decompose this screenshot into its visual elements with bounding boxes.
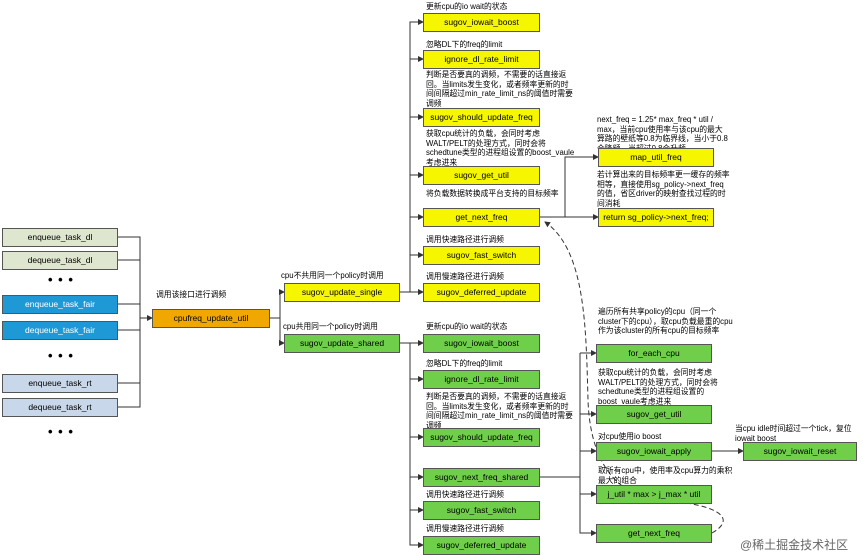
single-get-next-freq-box: get_next_freq xyxy=(423,208,540,227)
for-each-cpu-box: for_each_cpu xyxy=(596,344,712,363)
enqueue-task-fair-box: enqueue_task_fair xyxy=(2,295,118,314)
single-fast-switch-note: 调用快速路径进行调频 xyxy=(426,235,504,244)
single-ignore-dl-note: 忽略DL下的freq的limit xyxy=(426,40,503,49)
shared-ignore-dl-note: 忽略DL下的freq的limit xyxy=(426,359,503,368)
for-each-cpu-note: 遍历所有共享policy的cpu（同一个cluster下的cpu），取cpu负载… xyxy=(598,307,733,336)
single-policy-note: cpu不共用同一个policy时调用 xyxy=(281,271,384,280)
ellipsis-dots: • • • xyxy=(48,348,74,363)
single-get-util-note: 获取cpu统计的负载，会同时考虑WALT/PELT的处理方式，同时会将sched… xyxy=(426,129,575,167)
call-interface-note: 调用该接口进行调频 xyxy=(156,290,227,299)
iowait-apply-note: 对cpu使用io boost xyxy=(598,432,662,441)
single-get-next-freq-note: 将负载数据转换成平台支持的目标频率 xyxy=(426,189,559,198)
single-sugov-should-update-freq-box: sugov_should_update_freq xyxy=(423,108,540,127)
shared-should-update-note: 判断是否要真的调频，不需要的话直接返回。当limits发生变化，或者频率更新的时… xyxy=(426,392,573,430)
map-util-freq-box: map_util_freq xyxy=(598,148,714,167)
dequeue-task-fair-box: dequeue_task_fair xyxy=(2,321,118,340)
dequeue-task-dl-box: dequeue_task_dl xyxy=(2,251,118,270)
shared-sugov-fast-switch-box: sugov_fast_switch xyxy=(423,501,540,520)
single-sugov-iowait-boost-box: sugov_iowait_boost xyxy=(423,13,540,32)
util-compare-box: j_util * max > j_max * util xyxy=(596,485,712,504)
max-util-note: 取所有cpu中，使用率及cpu算力的乘积最大的组合 xyxy=(598,466,733,485)
enqueue-task-rt-box: enqueue_task_rt xyxy=(2,374,118,393)
single-sugov-fast-switch-box: sugov_fast_switch xyxy=(423,246,540,265)
ellipsis-dots: • • • xyxy=(48,272,74,287)
shared-policy-note: cpu共用同一个policy时调用 xyxy=(283,322,378,331)
shared-get-next-freq-box: get_next_freq xyxy=(596,524,712,543)
cpufreq-update-util-box: cpufreq_update_util xyxy=(152,309,270,328)
enqueue-task-dl-box: enqueue_task_dl xyxy=(2,228,118,247)
single-sugov-deferred-update-box: sugov_deferred_update xyxy=(423,283,540,302)
single-ignore-dl-rate-limit-box: ignore_dl_rate_limit xyxy=(423,50,540,69)
sugov-iowait-reset-box: sugov_iowait_reset xyxy=(743,442,857,461)
shared-get-util-note: 获取cpu统计的负载，会同时考虑WALT/PELT的处理方式，同时会将sched… xyxy=(598,368,718,406)
single-sugov-get-util-box: sugov_get_util xyxy=(423,166,540,185)
return-next-freq-note: 若计算出来的目标频率更一缓存的频率相等，直接使用sg_policy->next_… xyxy=(597,170,730,208)
shared-sugov-iowait-boost-box: sugov_iowait_boost xyxy=(423,334,540,353)
single-deferred-note: 调用慢速路径进行调频 xyxy=(426,272,504,281)
return-next-freq-box: return sg_policy->next_freq; xyxy=(598,208,714,227)
iowait-reset-note: 当cpu idle时间超过一个tick，复位iowait boost xyxy=(735,424,852,443)
sugov-iowait-apply-box: sugov_iowait_apply xyxy=(596,442,712,461)
single-should-update-note: 判断是否要真的调频，不需要的话直接返回。当limits发生变化，或者频率更新的时… xyxy=(426,70,573,108)
shared-sugov-deferred-update-box: sugov_deferred_update xyxy=(423,536,540,555)
single-iowait-note: 更新cpu的io wait的状态 xyxy=(426,2,508,11)
sugov-update-single-box: sugov_update_single xyxy=(284,283,400,302)
shared-fast-switch-note: 调用快速路径进行调频 xyxy=(426,490,504,499)
sugov-next-freq-shared-box: sugov_next_freq_shared xyxy=(423,468,540,487)
shared-sugov-get-util-box: sugov_get_util xyxy=(596,405,712,424)
shared-deferred-note: 调用慢速路径进行调频 xyxy=(426,524,504,533)
sugov-update-shared-box: sugov_update_shared xyxy=(284,334,400,353)
shared-ignore-dl-rate-limit-box: ignore_dl_rate_limit xyxy=(423,370,540,389)
ellipsis-dots: • • • xyxy=(48,424,74,439)
shared-sugov-should-update-freq-box: sugov_should_update_freq xyxy=(423,428,540,447)
watermark: @稀土掘金技术社区 xyxy=(740,538,849,552)
shared-iowait-note: 更新cpu的io wait的状态 xyxy=(426,322,508,331)
dequeue-task-rt-box: dequeue_task_rt xyxy=(2,398,118,417)
